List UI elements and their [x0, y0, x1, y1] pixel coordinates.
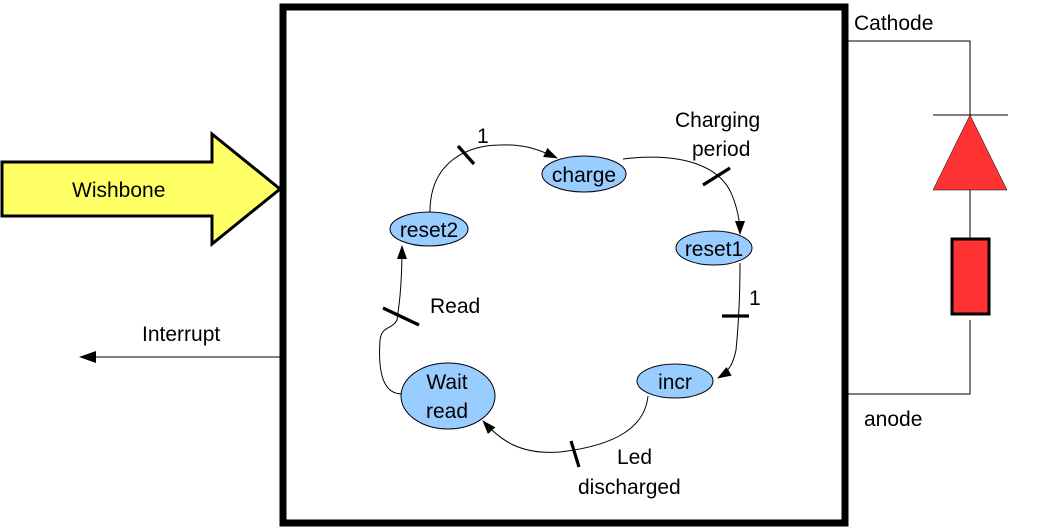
state-label-charge: charge: [552, 164, 616, 187]
transition-charge-reset1: Charging period: [622, 109, 760, 235]
interrupt-arrow-icon: [79, 351, 96, 363]
state-label-reset1: reset1: [685, 238, 743, 261]
transition-label-1: 1: [477, 125, 489, 148]
interrupt-signal: Interrupt: [79, 323, 280, 363]
state-reset2: reset2: [389, 211, 469, 247]
transition-incr-waitread: Led discharged: [482, 395, 681, 499]
transition-label-led: Led: [617, 446, 652, 469]
cathode-wire: [848, 40, 971, 115]
state-label-incr: incr: [658, 371, 692, 394]
transition-waitread-reset2: Read: [379, 245, 480, 395]
transition-label-1b: 1: [749, 287, 761, 310]
anode-label: anode: [864, 408, 922, 431]
state-incr: incr: [636, 363, 714, 399]
transition-label-charging-1: Charging: [675, 109, 760, 132]
state-label-read: read: [426, 400, 468, 423]
transition-label-discharged: discharged: [578, 476, 681, 499]
cathode-label: Cathode: [854, 12, 933, 35]
transition-label-charging-2: period: [692, 138, 750, 161]
wishbone-label: Wishbone: [72, 179, 165, 202]
state-wait-read: Wait read: [400, 362, 496, 430]
anode-wire: [848, 320, 971, 395]
state-reset1: reset1: [675, 230, 753, 266]
state-label-wait: Wait: [426, 371, 467, 394]
interrupt-label: Interrupt: [142, 323, 220, 346]
transition-label-read: Read: [430, 295, 480, 318]
state-label-reset2: reset2: [400, 219, 458, 242]
state-charge: charge: [541, 155, 627, 193]
wishbone-bus-arrow: Wishbone: [0, 130, 283, 248]
led-diode-icon: [932, 114, 1008, 191]
resistor-icon: [950, 237, 991, 316]
led-circuit: Cathode anode: [848, 12, 1008, 431]
transition-reset2-charge: 1: [429, 125, 558, 213]
transition-reset1-incr: 1: [717, 262, 761, 379]
controller-box: [279, 3, 849, 527]
